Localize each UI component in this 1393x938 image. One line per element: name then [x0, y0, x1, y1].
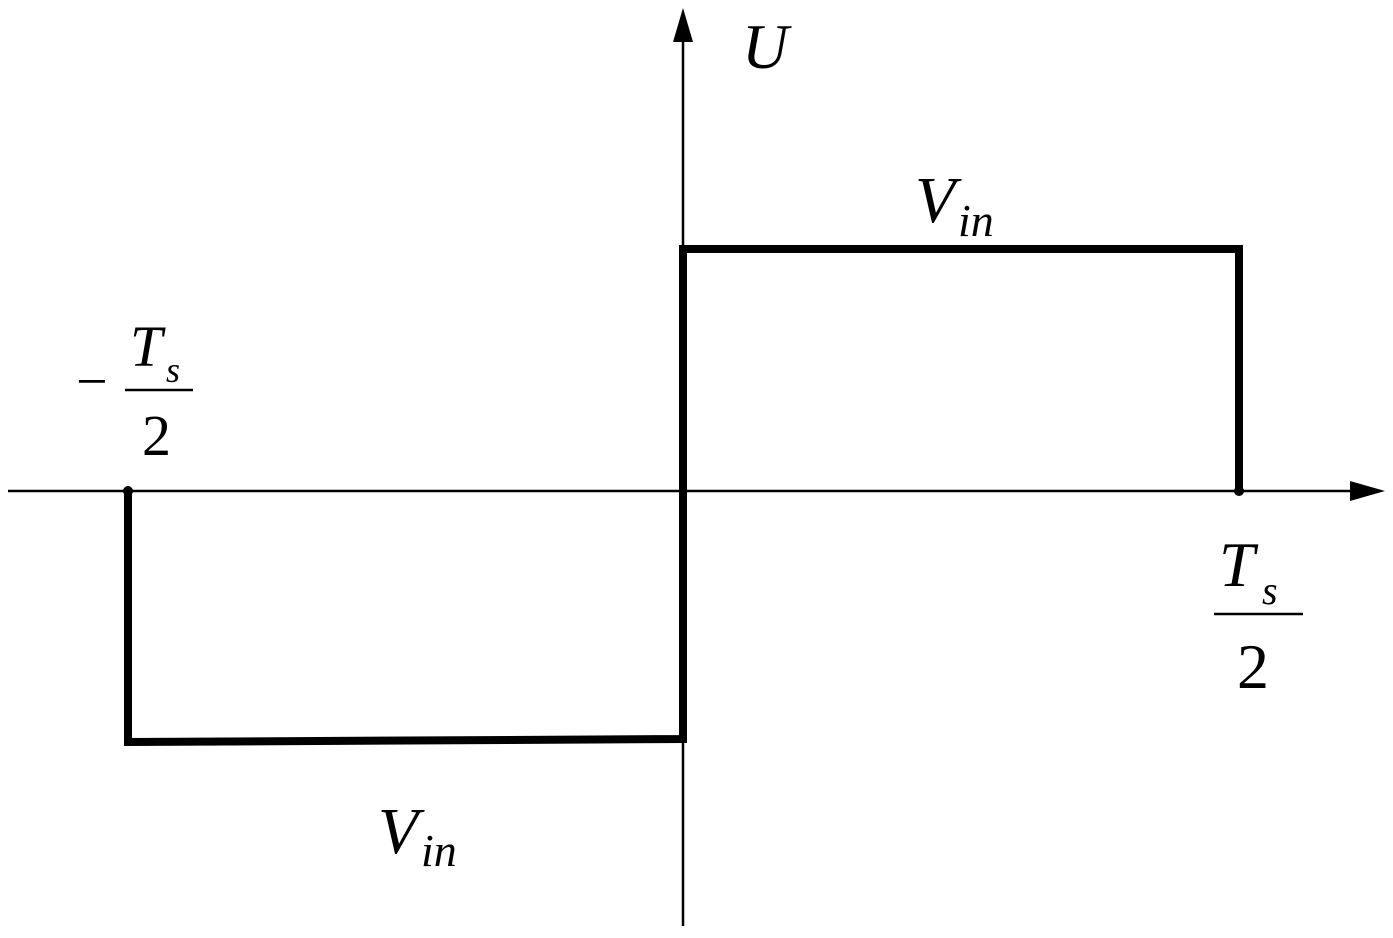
right-time-label: T s 2	[1214, 529, 1303, 702]
left-time-label: − T s 2	[76, 314, 193, 468]
svg-text:−: −	[76, 351, 108, 413]
waveform-start-point	[123, 486, 133, 496]
svg-text:in: in	[958, 195, 994, 246]
y-axis-label: U	[742, 11, 792, 82]
svg-text:s: s	[166, 350, 180, 390]
svg-text:V: V	[378, 795, 425, 868]
x-axis-arrowhead	[1350, 481, 1385, 501]
svg-text:T: T	[1219, 529, 1259, 600]
svg-text:V: V	[915, 164, 962, 237]
svg-text:2: 2	[1237, 631, 1269, 702]
lower-level-label: V in	[378, 795, 457, 876]
svg-text:in: in	[421, 825, 457, 876]
svg-text:T: T	[130, 314, 166, 379]
square-waveform	[124, 245, 1243, 747]
y-axis-arrowhead	[673, 8, 693, 42]
svg-text:2: 2	[142, 403, 171, 468]
upper-level-label: V in	[915, 164, 994, 246]
waveform-end-point	[1234, 486, 1244, 496]
svg-text:s: s	[1262, 568, 1278, 613]
